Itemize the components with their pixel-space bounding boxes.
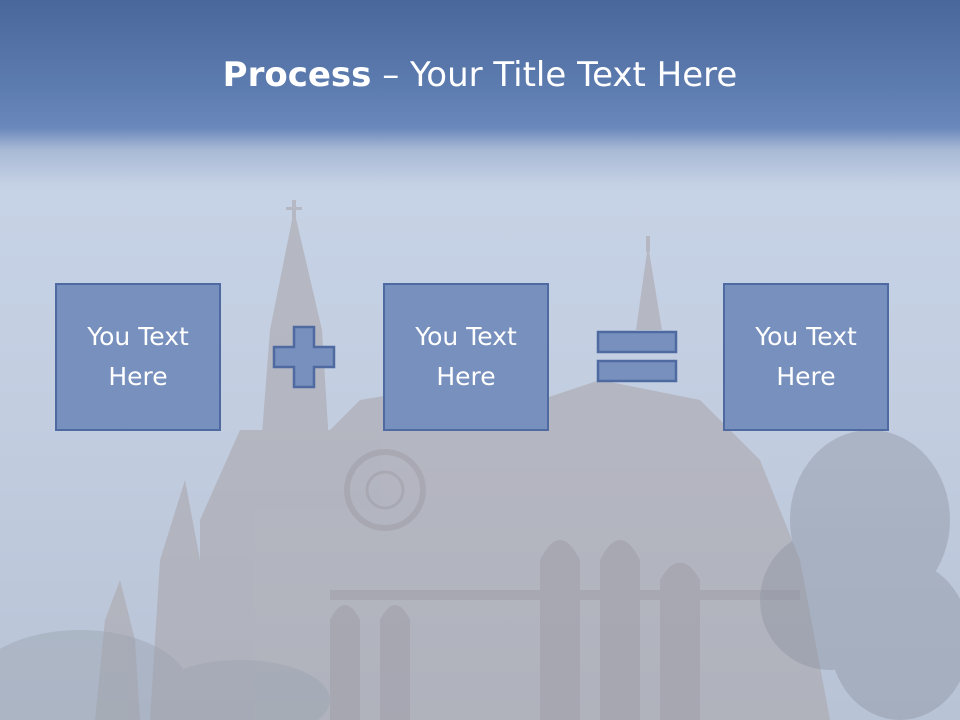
- title-bold: Process: [222, 55, 372, 95]
- process-box-3[interactable]: You Text Here: [723, 283, 889, 431]
- process-box-1[interactable]: You Text Here: [55, 283, 221, 431]
- slide-title: Process – Your Title Text Here: [0, 52, 960, 98]
- process-box-1-text: You Text Here: [87, 322, 189, 391]
- plus-icon: [272, 325, 336, 389]
- title-bar: [0, 0, 960, 185]
- process-box-2-text: You Text Here: [415, 322, 517, 391]
- title-text: Your Title Text Here: [410, 55, 738, 95]
- process-box-3-text: You Text Here: [755, 322, 857, 391]
- equals-icon: [596, 330, 678, 383]
- title-separator: –: [371, 55, 411, 95]
- process-box-2[interactable]: You Text Here: [383, 283, 549, 431]
